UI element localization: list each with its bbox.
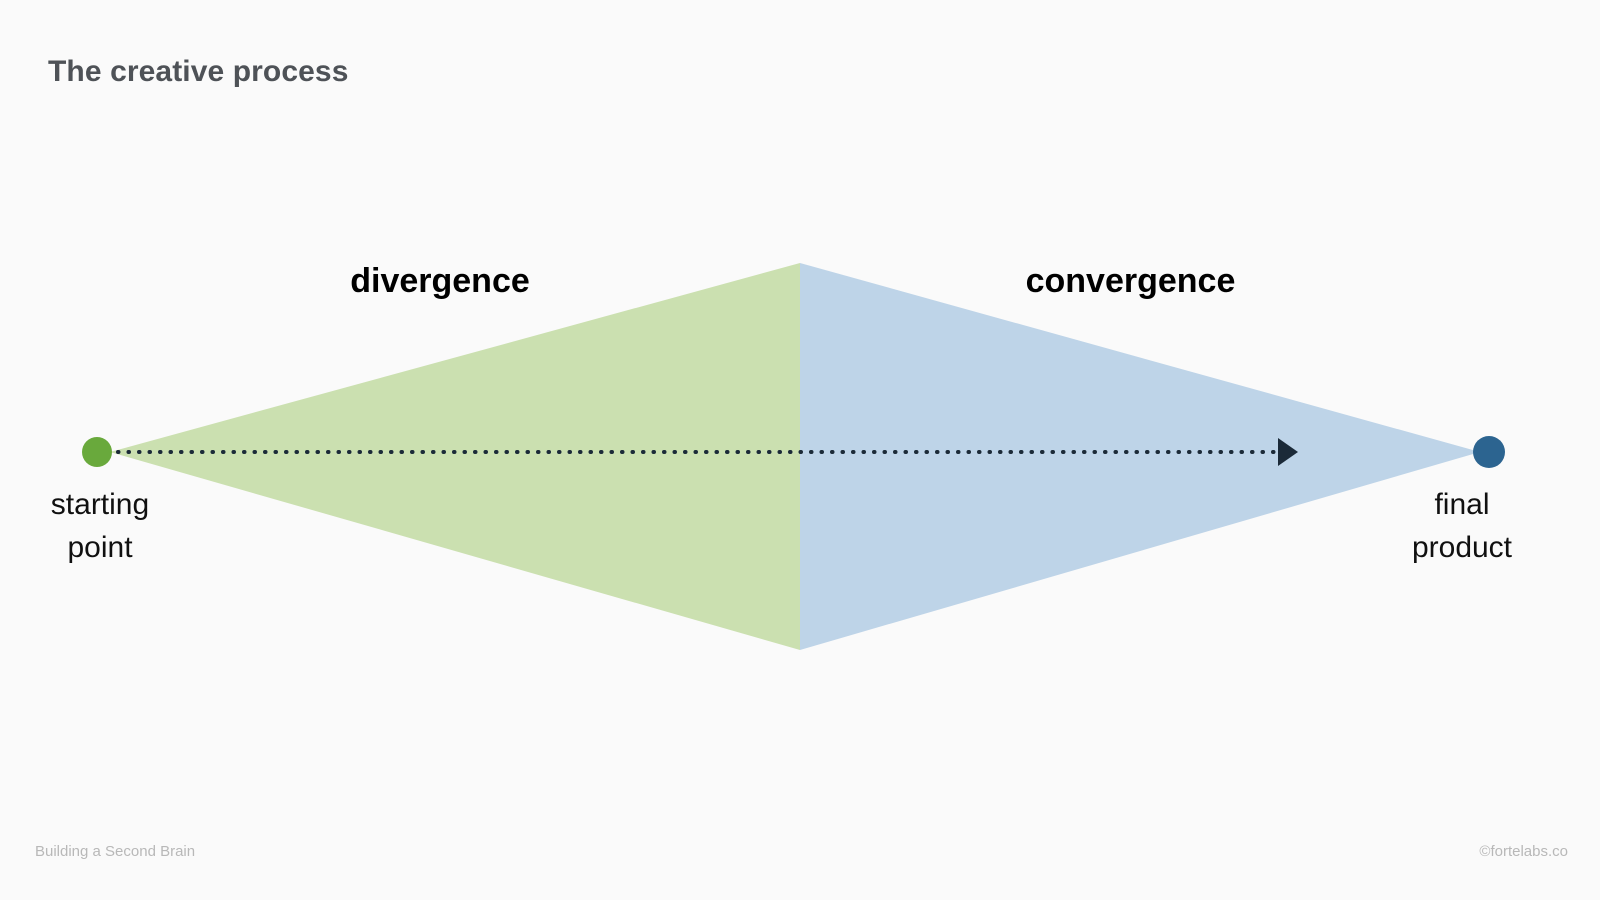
footer-copyright-label: ©fortelabs.co — [1479, 843, 1568, 860]
divergence-triangle — [110, 263, 800, 650]
phase-label-convergence: convergence — [1025, 262, 1236, 300]
footer-source-label: Building a Second Brain — [35, 843, 196, 860]
convergence-triangle — [800, 263, 1480, 650]
starting-point-dot — [82, 437, 112, 467]
final-product-label-line2: product — [1411, 530, 1513, 564]
starting-point-label: starting point — [30, 484, 170, 569]
phase-label-divergence: divergence — [350, 262, 530, 300]
starting-point-label-line2: point — [67, 530, 133, 564]
final-product-label-line1: final — [1434, 488, 1490, 521]
final-product-label: final product — [1392, 484, 1532, 569]
arrow-head-icon — [1278, 438, 1298, 466]
page-title: The creative process — [48, 55, 349, 88]
final-product-dot — [1473, 436, 1505, 468]
starting-point-label-line1: starting — [50, 488, 150, 521]
